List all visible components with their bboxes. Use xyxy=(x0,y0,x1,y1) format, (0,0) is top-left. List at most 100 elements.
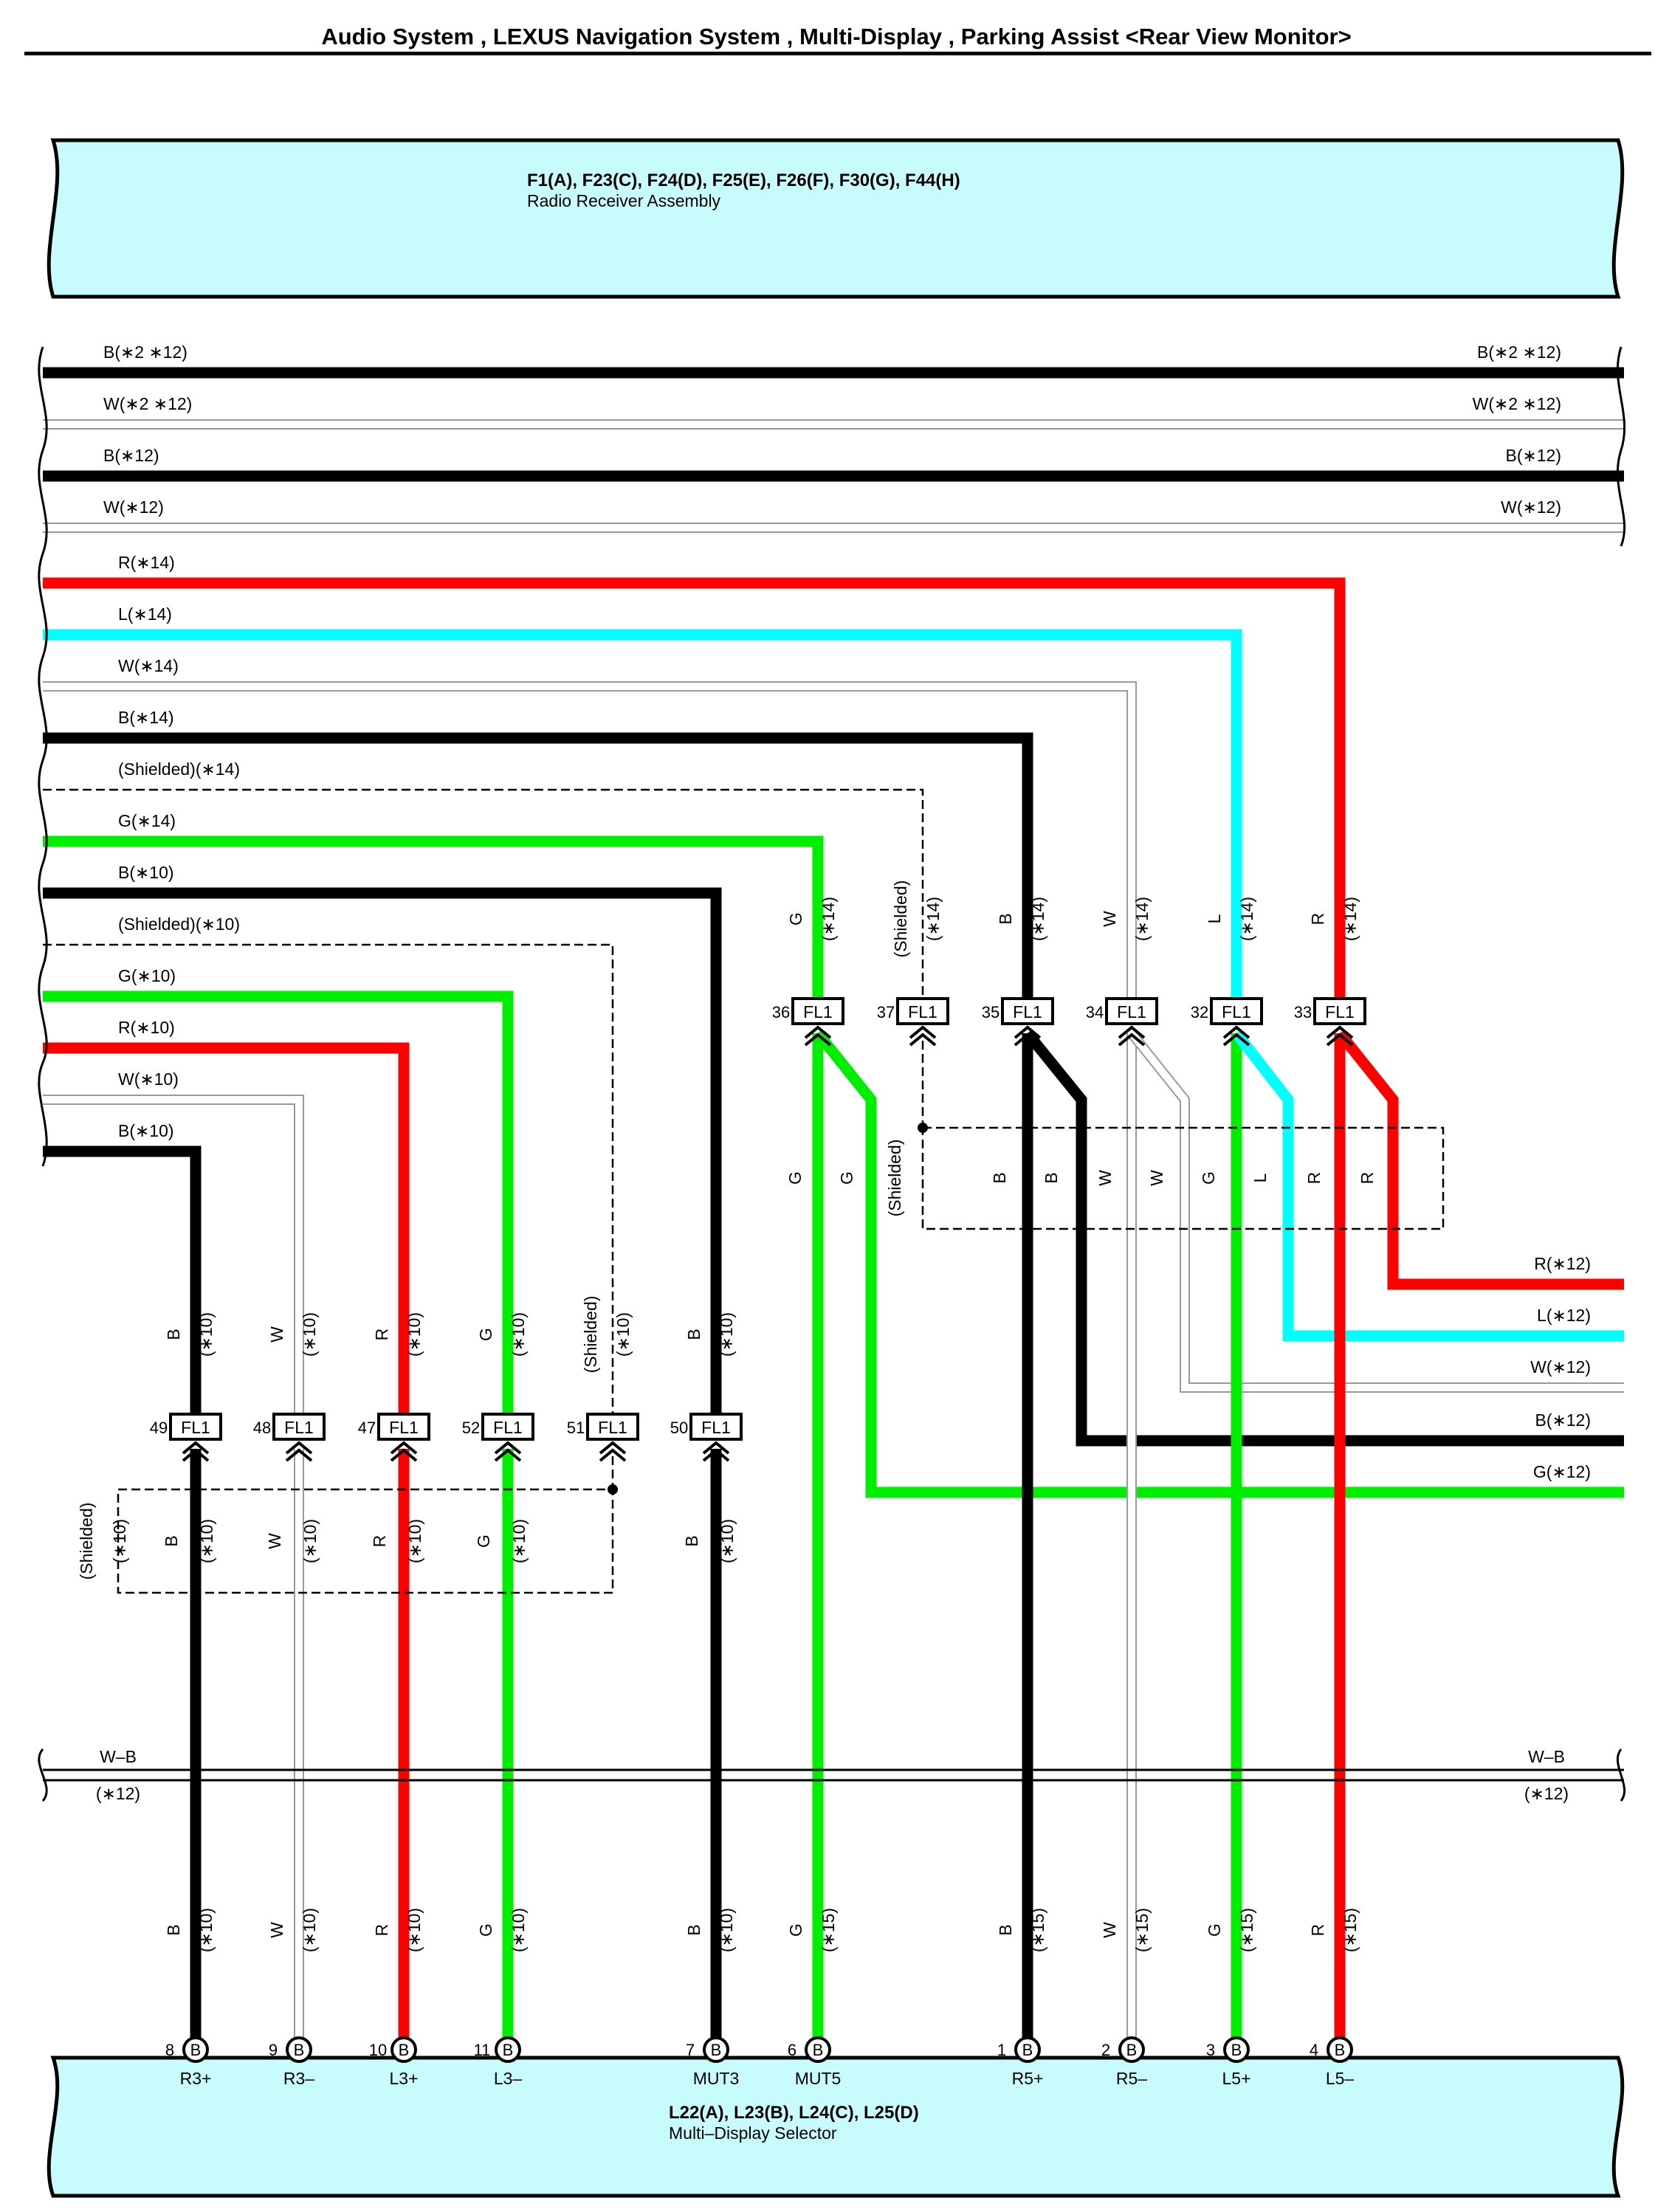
wire-label-left-6: G(∗14) xyxy=(118,811,176,830)
junction-fl1-pin-35 xyxy=(1001,997,1054,1025)
terminal-9 xyxy=(286,2036,312,2063)
terminal-pin-11: 11 xyxy=(474,2041,491,2059)
upper-out-color-9: L xyxy=(1250,1173,1270,1182)
junction-note-35: (∗14) xyxy=(1028,897,1047,941)
lower-junction-note-50: (∗10) xyxy=(717,1312,736,1357)
wire-label-left-12: B(∗10) xyxy=(118,1121,174,1140)
terminal-letter-8: B xyxy=(190,2041,202,2059)
right-break-mark xyxy=(1616,346,1626,547)
junction-fl1-pin-50-label: FL1 xyxy=(701,1418,731,1437)
title-rule xyxy=(24,52,1651,55)
terminal-pin-10: 10 xyxy=(369,2041,387,2059)
terminal-letter-11: B xyxy=(503,2041,514,2059)
terminal-3 xyxy=(1223,2036,1250,2063)
terminal-letter-7: B xyxy=(711,2041,722,2059)
junction-fl1-pin-34-chevron xyxy=(1118,1025,1146,1047)
junction-pin-number-51: 51 xyxy=(567,1419,585,1437)
lower-out-note-3: (∗10) xyxy=(300,1519,320,1563)
lower-out-note-5: (∗10) xyxy=(509,1519,529,1563)
junction-fl1-pin-51 xyxy=(586,1413,639,1441)
junction-fl1-pin-36-label: FL1 xyxy=(803,1002,833,1021)
upper-out-color-5: B xyxy=(1042,1172,1061,1183)
terminal-note-1: (∗15) xyxy=(1028,1908,1047,1952)
terminal-color-2: W xyxy=(1100,1922,1119,1938)
wire-label-right-3: W(∗12) xyxy=(1530,1357,1591,1377)
wire-w10-core xyxy=(43,1096,303,1427)
wire-label-right-5: G(∗12) xyxy=(1533,1462,1591,1481)
junction-color-32: L xyxy=(1205,914,1224,923)
junction-fl1-pin-50 xyxy=(689,1413,743,1441)
shield-junction-dot-upper xyxy=(918,1123,928,1133)
terminal-pin-1: 1 xyxy=(997,2041,1006,2059)
lower-out-note-6: (∗10) xyxy=(718,1519,737,1563)
terminal-name-11: L3– xyxy=(494,2069,523,2088)
wire-label-left-2: L(∗14) xyxy=(118,604,172,624)
terminal-1 xyxy=(1014,2036,1041,2063)
terminal-name-7: MUT3 xyxy=(693,2069,740,2088)
terminal-name-8: R3+ xyxy=(180,2069,212,2088)
upper-out-color-1: G xyxy=(785,1171,805,1185)
wire-g14 xyxy=(43,835,824,1011)
terminal-8 xyxy=(182,2036,209,2063)
lower-out-note-2: (∗10) xyxy=(197,1519,216,1563)
terminal-note-7: (∗10) xyxy=(717,1908,736,1952)
junction-color-37: (Shielded) xyxy=(891,881,910,958)
terminal-name-1: R5+ xyxy=(1012,2069,1044,2088)
upper-out-color-3: (Shielded) xyxy=(885,1140,904,1217)
junction-fl1-pin-32-label: FL1 xyxy=(1222,1002,1251,1021)
bus-label-right-3: B(∗12) xyxy=(1505,446,1561,465)
lower-out-note-4: (∗10) xyxy=(405,1519,424,1563)
terminal-letter-9: B xyxy=(294,2041,305,2059)
junction-fl1-pin-47-chevron xyxy=(390,1441,418,1462)
lower-shield-box xyxy=(117,1488,614,1594)
terminal-note-8: (∗10) xyxy=(196,1908,216,1952)
terminal-name-9: R3– xyxy=(283,2069,314,2088)
lower-junction-color-49: B xyxy=(164,1329,183,1340)
junction-fl1-pin-36 xyxy=(791,997,844,1025)
junction-fl1-pin-52 xyxy=(481,1413,534,1441)
page-title: Audio System , LEXUS Navigation System ,… xyxy=(321,24,1351,49)
wire-l14 xyxy=(43,629,1242,1011)
junction-fl1-pin-48-chevron xyxy=(285,1441,313,1462)
wire-l12-branch xyxy=(1232,1030,1624,1342)
wire-b10-b xyxy=(43,1145,202,1427)
terminal-note-6: (∗15) xyxy=(819,1908,838,1952)
terminal-name-10: L3+ xyxy=(389,2069,418,2088)
wire-label-right-4: B(∗12) xyxy=(1535,1410,1591,1430)
wire-shielded10 xyxy=(43,943,614,1427)
terminal-pin-9: 9 xyxy=(269,2041,278,2059)
junction-pin-number-52: 52 xyxy=(462,1419,480,1437)
terminal-note-4: (∗15) xyxy=(1341,1908,1360,1952)
terminal-pin-6: 6 xyxy=(788,2041,796,2059)
lower-junction-note-51: (∗10) xyxy=(613,1312,633,1357)
terminal-name-6: MUT5 xyxy=(795,2069,842,2088)
wire-r14 xyxy=(43,577,1346,1011)
terminal-pin-2: 2 xyxy=(1101,2041,1110,2059)
terminal-letter-2: B xyxy=(1126,2041,1138,2059)
lower-junction-color-51: (Shielded) xyxy=(581,1296,600,1374)
junction-fl1-pin-37 xyxy=(896,997,949,1025)
terminal-name-3: L5+ xyxy=(1222,2069,1250,2088)
upper-shield-box xyxy=(921,1126,1445,1230)
wire-shielded14 xyxy=(43,788,924,1011)
ground-break-left xyxy=(38,1748,48,1802)
lower-junction-color-48: W xyxy=(267,1326,286,1343)
ground-bus-label-right: W–B xyxy=(1528,1747,1565,1766)
multi-display-selector xyxy=(47,2056,1625,2198)
bus-label-right-2: W(∗2 ∗12) xyxy=(1473,394,1561,413)
junction-note-32: (∗14) xyxy=(1237,897,1256,941)
junction-pin-number-35: 35 xyxy=(982,1003,999,1021)
wire-label-left-11: W(∗10) xyxy=(118,1069,179,1089)
bus-label-left-3: B(∗12) xyxy=(103,446,159,465)
terminal-pin-7: 7 xyxy=(686,2041,695,2059)
lower-junction-note-52: (∗10) xyxy=(509,1312,528,1357)
junction-fl1-pin-32-chevron xyxy=(1222,1025,1250,1047)
junction-pin-number-47: 47 xyxy=(358,1419,376,1437)
bus-label-right-4: W(∗12) xyxy=(1501,497,1561,517)
wire-label-left-7: B(∗10) xyxy=(118,863,174,882)
terminal-letter-4: B xyxy=(1335,2041,1346,2059)
junction-color-35: B xyxy=(996,913,1015,924)
junction-pin-number-34: 34 xyxy=(1086,1003,1104,1021)
terminal-name-4: L5– xyxy=(1326,2069,1355,2088)
wire-r12-branch xyxy=(1335,1030,1624,1290)
